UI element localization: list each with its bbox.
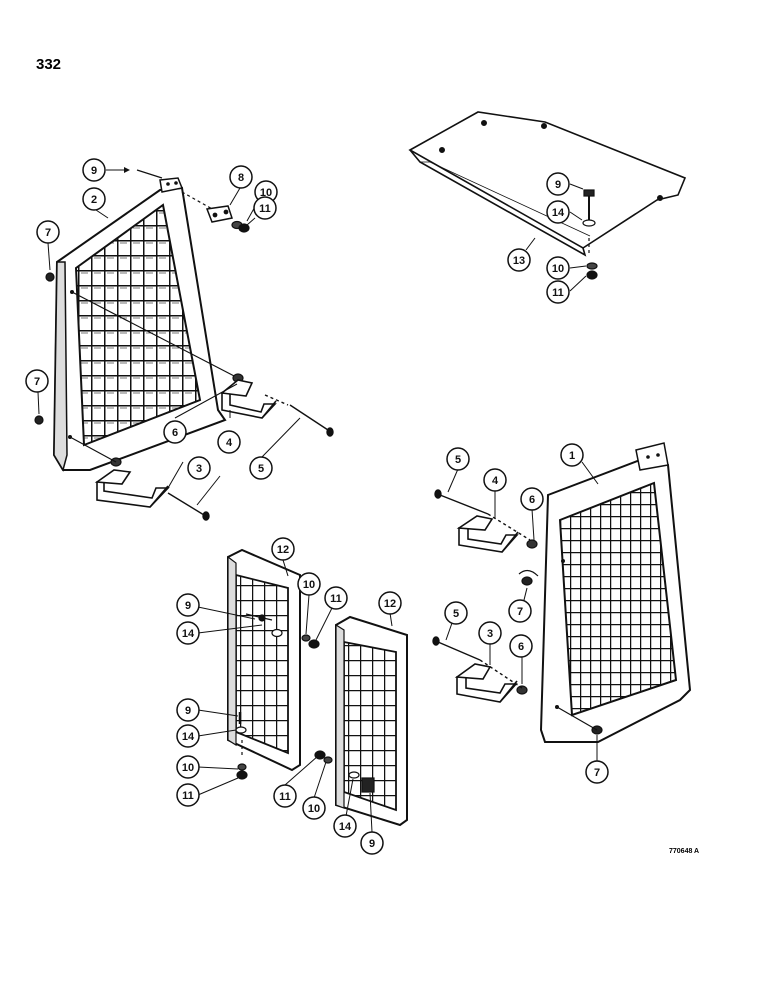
callout-11: 11 [324,586,348,610]
roof-hardware [582,189,598,280]
screen-12-right [335,615,408,827]
right-guard [539,442,692,743]
callout-5: 5 [446,447,470,471]
callout-4-label: 4 [226,437,233,449]
callout-3-label: 3 [196,463,202,475]
bracket-4-right [456,515,519,553]
callout-12-label: 12 [277,544,289,556]
callout-7-label: 7 [34,376,40,388]
pin-5-left-b [167,492,210,521]
callout-12: 12 [378,591,402,615]
callout-13-label: 13 [513,255,525,267]
callout-2-label: 2 [91,194,97,206]
callout-14-label: 14 [552,207,565,219]
callout-10-label: 10 [552,263,564,275]
callout-6: 6 [520,487,544,511]
callout-14: 14 [176,724,200,748]
callout-7-label: 7 [517,606,523,618]
callout-5-label: 5 [258,463,264,475]
callout-14-label: 14 [182,731,195,743]
callout-7: 7 [508,599,532,623]
callout-7: 7 [585,760,609,784]
callout-5-label: 5 [455,454,461,466]
callout-4-label: 4 [492,475,499,487]
callout-6-label: 6 [518,641,524,653]
screen-12-left-hardware [235,613,320,780]
bracket-3-left [94,469,170,508]
callout-9: 9 [176,698,200,722]
callout-14: 14 [333,814,357,838]
callout-10: 10 [176,755,200,779]
callout-10: 10 [302,796,326,820]
callout-11-label: 11 [182,790,194,802]
callout-1-label: 1 [569,450,575,462]
callout-14: 14 [176,621,200,645]
bracket-3-right [454,663,518,703]
callout-6: 6 [509,634,533,658]
callout-3: 3 [187,456,211,480]
callout-10: 10 [546,256,570,280]
callout-5: 5 [444,601,468,625]
callout-3-label: 3 [487,628,493,640]
callout-5: 5 [249,456,273,480]
callout-10-label: 10 [308,803,320,815]
figure-code: 770648 A [669,848,700,855]
callout-1: 1 [560,443,584,467]
callout-14-label: 14 [339,821,352,833]
bracket-4-left [220,379,277,419]
callout-9: 9 [82,158,106,182]
callout-2: 2 [82,187,106,211]
pin-5-right-b [432,636,523,689]
callout-9-label: 9 [369,838,375,850]
callout-8-label: 8 [238,172,244,184]
page-number: 332 [36,56,62,73]
pin-5-right-a [434,489,531,541]
callout-9-label: 9 [185,705,191,717]
right-guard-hardware [516,539,603,735]
callout-9-label: 9 [555,179,561,191]
callout-8: 8 [229,165,253,189]
callout-10-label: 10 [260,187,272,199]
callout-5-label: 5 [453,608,459,620]
callout-7: 7 [25,369,49,393]
callout-9: 9 [546,172,570,196]
callout-9: 9 [360,831,384,855]
callout-14-label: 14 [182,628,195,640]
left-guard [52,177,227,472]
callout-9-label: 9 [91,165,97,177]
callout-6-label: 6 [172,427,178,439]
callout-10-label: 10 [303,579,315,591]
callout-14: 14 [546,200,570,224]
callout-12: 12 [271,537,295,561]
callout-4: 4 [483,468,507,492]
callout-7-label: 7 [45,227,51,239]
callout-7: 7 [36,220,60,244]
callout-10: 10 [297,572,321,596]
callout-11: 11 [253,196,277,220]
callout-11: 11 [546,280,570,304]
callout-10-label: 10 [182,762,194,774]
callout-11-label: 11 [330,593,342,605]
screen-12-right-hardware [314,750,375,793]
callout-11: 11 [273,784,297,808]
callout-6: 6 [163,420,187,444]
leader-lines [37,167,599,833]
callouts: 9 2 8 10 11 7 7 6 4 3 5 9 14 13 10 11 1 … [25,158,609,855]
callout-9: 9 [176,593,200,617]
callout-11-label: 11 [259,203,271,215]
callout-11: 11 [176,783,200,807]
callout-7-label: 7 [594,767,600,779]
callout-6-label: 6 [529,494,535,506]
screen-12-left [227,548,301,772]
callout-11-label: 11 [552,287,564,299]
callout-13: 13 [507,248,531,272]
callout-4: 4 [217,430,241,454]
callout-12-label: 12 [384,598,396,610]
callout-11-label: 11 [279,791,291,803]
callout-9-label: 9 [185,600,191,612]
pin-5-left-a [264,394,334,437]
callout-3: 3 [478,621,502,645]
